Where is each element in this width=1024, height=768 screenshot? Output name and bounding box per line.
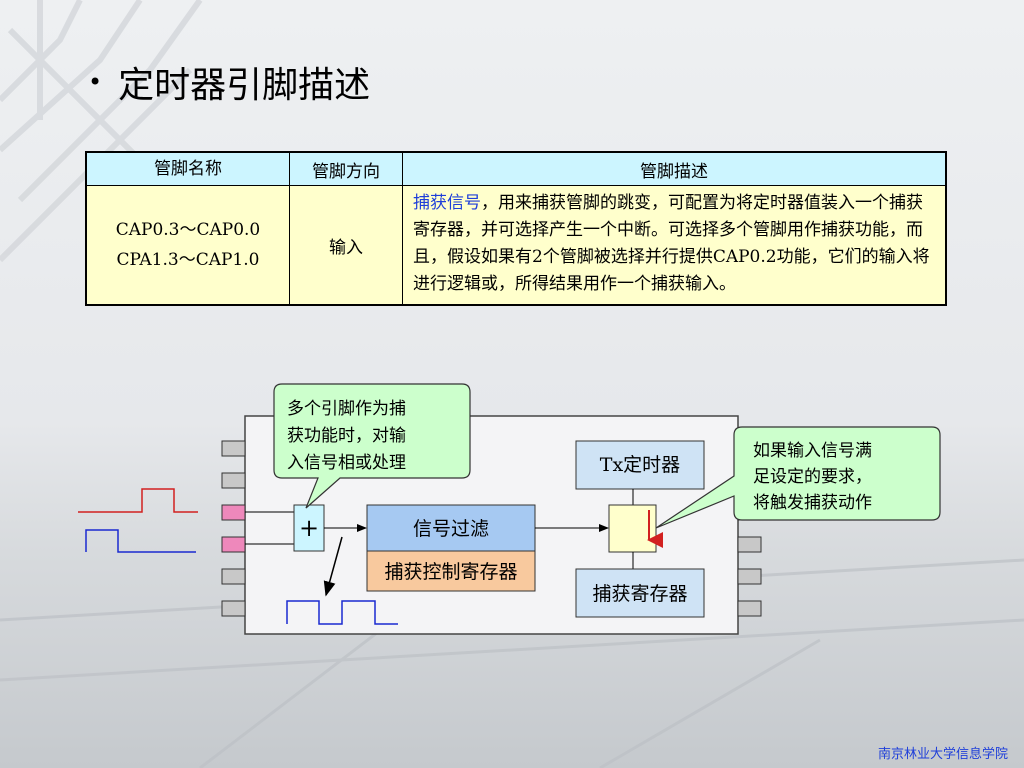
pin-name-line-1: CAP0.3～CAP0.0 [115,220,261,240]
header-pin-name: 管脚名称 [85,151,290,186]
callout-right-line-1: 如果输入信号满 [753,441,872,461]
input-waveform-blue [85,529,196,553]
callout-right-bubble [655,426,941,529]
chip-pin-left-6 [221,600,246,617]
or-gate-symbol: + [299,514,319,542]
chip-pin-left-1 [221,440,246,457]
chip-pin-right-4 [737,600,762,617]
callout-left-line-1: 多个引脚作为捕 [287,399,406,419]
slide-title: • 定时器引脚描述 [88,56,370,108]
cell-pin-name: CAP0.3～CAP0.0 CPA1.3～CAP1.0 [85,185,290,306]
arrow-to-combined-waveform [323,536,343,597]
signal-filter-block [366,504,536,552]
chip-pin-left-5 [221,568,246,585]
title-text: 定时器引脚描述 [118,65,371,106]
pin-description-table: 管脚名称 管脚方向 管脚描述 CAP0.3～CAP0.0 CPA1.3～CAP1… [85,151,947,306]
timer-label: Tx定时器 [600,454,680,476]
chip-pin-cap-1 [221,504,246,521]
capture-register-block [575,568,705,618]
description-text: ，用来捕获管脚的跳变，可配置为将定时器值装入一个捕获寄存器，并可选择产生一个中断… [413,193,930,294]
capture-register-label: 捕获寄存器 [592,583,687,605]
callout-right-line-2: 足设定的要求， [753,467,872,487]
cell-pin-direction: 输入 [289,185,403,306]
callout-right-line-3: 将触发捕获动作 [753,493,872,513]
combined-waveform [286,600,398,625]
cell-pin-description: 捕获信号，用来捕获管脚的跳变，可配置为将定时器值装入一个捕获寄存器，并可选择产生… [402,185,947,306]
chip-pin-right-3 [737,568,762,585]
capture-control-register-label: 捕获控制寄存器 [384,561,517,583]
input-waveform-red [78,488,198,513]
title-bullet: • [88,68,103,96]
chip-pin-cap-2 [221,536,246,553]
footer-institution: 南京林业大学信息学院 [877,747,1008,762]
description-highlight: 捕获信号 [413,193,481,213]
capture-control-register-block [366,550,536,592]
table-row: CAP0.3～CAP0.0 CPA1.3～CAP1.0 输入 捕获信号，用来捕获… [85,185,947,306]
or-gate-block [293,504,325,552]
callout-left-line-3: 入信号相或处理 [287,453,406,473]
timer-block [575,440,705,490]
chip-pin-right-2 [737,536,762,553]
chip-pin-left-2 [221,472,246,489]
callout-left-bubble [273,383,471,509]
callout-left-line-2: 获功能时，对输 [287,426,406,446]
signal-filter-label: 信号过滤 [413,518,489,540]
pin-name-line-2: CPA1.3～CAP1.0 [116,250,260,270]
